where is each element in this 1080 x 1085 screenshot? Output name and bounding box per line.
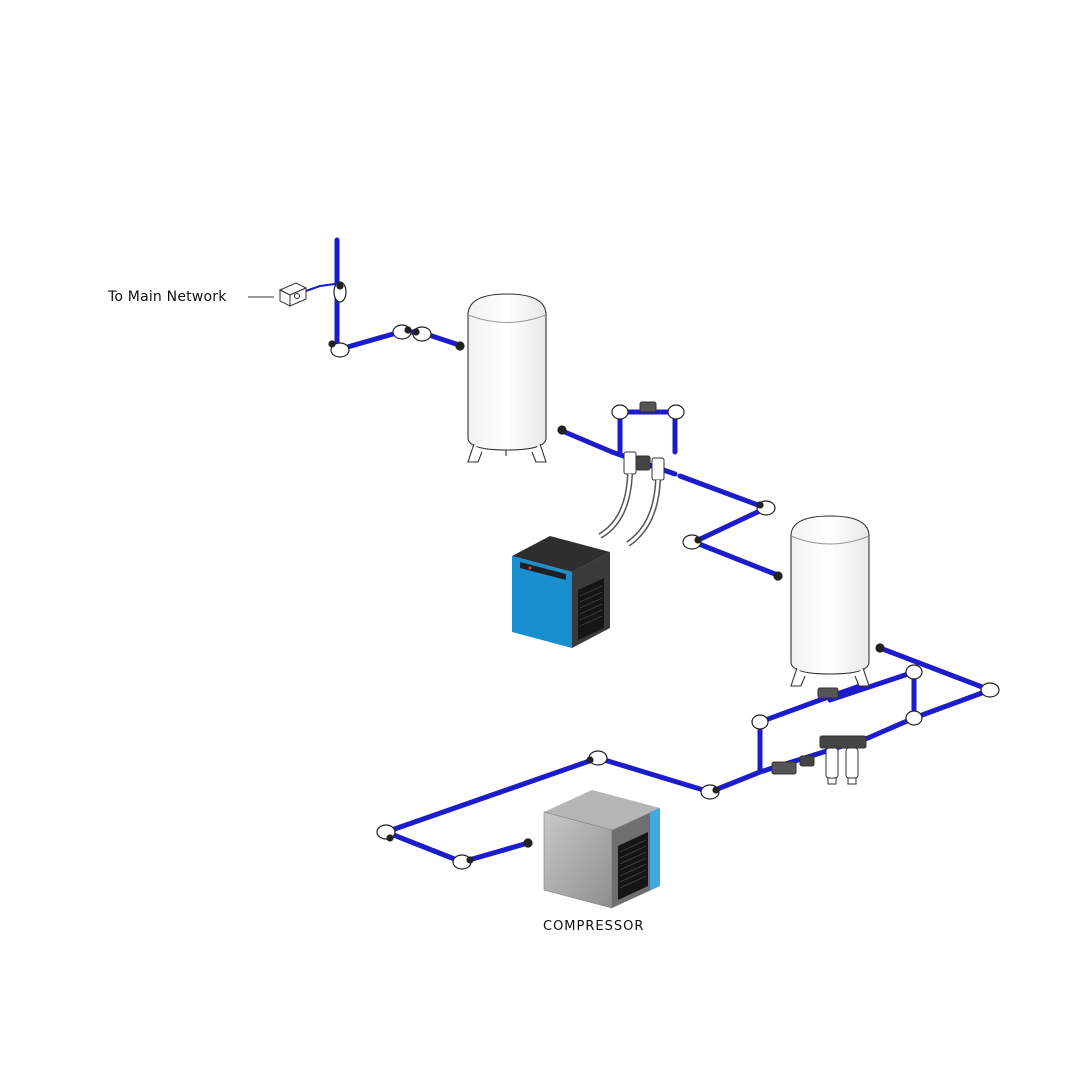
filter-valve-assembly-1 — [598, 401, 665, 547]
elbow-fitting — [756, 500, 776, 516]
to-main-network-label: To Main Network — [108, 289, 227, 305]
receiver-tank-1 — [467, 293, 547, 463]
elbow-fitting — [773, 571, 783, 581]
elbow-fitting — [611, 404, 629, 420]
elbow-fitting — [682, 534, 702, 550]
refrigerated-dryer-icon — [512, 536, 610, 648]
elbow-fitting — [455, 341, 465, 351]
pipe-bypass-line — [302, 283, 336, 293]
network-junction-box — [248, 282, 308, 307]
elbow-fitting — [875, 643, 885, 653]
pipe-manifold2-lower — [757, 715, 917, 775]
elbow-fitting — [523, 838, 533, 848]
valve-icon — [639, 401, 657, 413]
filter-valve-assembly-2 — [771, 687, 867, 785]
air-compressor-icon — [543, 790, 660, 909]
elbow-fitting — [333, 281, 347, 303]
elbow-fitting — [751, 714, 769, 730]
valve-icon — [817, 687, 839, 699]
elbow-fitting — [905, 664, 923, 680]
elbow-fitting — [328, 340, 350, 358]
pipe-fittings — [328, 281, 1000, 870]
elbow-fitting — [667, 404, 685, 420]
elbow-fitting — [412, 326, 432, 342]
receiver-tank-2 — [790, 515, 870, 687]
elbow-fitting — [586, 750, 608, 766]
pipe-run-to-dryer — [677, 473, 783, 579]
elbow-fitting — [376, 824, 396, 842]
compressor-label: COMPRESSOR — [543, 919, 645, 934]
elbow-fitting — [905, 710, 923, 726]
elbow-fitting — [980, 682, 1000, 698]
elbow-fitting — [700, 784, 720, 800]
pipe-manifold2-left — [757, 683, 863, 775]
pipe-manifold1-top — [617, 409, 678, 455]
pipe-tank1-outlet — [557, 427, 615, 455]
elbow-fitting — [452, 854, 474, 870]
elbow-fitting — [557, 425, 567, 435]
elbow-fitting — [392, 324, 412, 340]
